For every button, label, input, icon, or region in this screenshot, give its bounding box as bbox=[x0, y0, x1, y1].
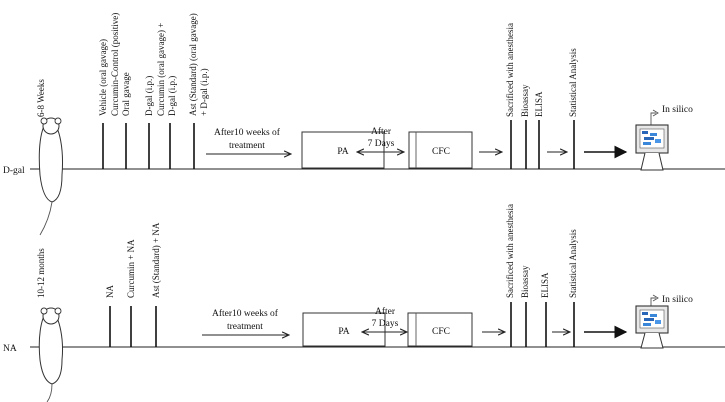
group-label: NA bbox=[3, 344, 17, 354]
treatment-label: Vehicle (oral gavage) bbox=[98, 39, 108, 116]
age-label: 6-8 Weeks bbox=[36, 79, 46, 117]
treatment-label: + D-gal (i.p.) bbox=[199, 68, 209, 116]
assay-label: Bioassay bbox=[520, 84, 530, 117]
pa-box-label: PA bbox=[337, 147, 348, 157]
treatment-label: Oral gavage bbox=[121, 72, 131, 116]
assay-label: Statistical Analysis bbox=[568, 229, 578, 298]
rat-icon bbox=[38, 117, 63, 236]
interval-line1: After bbox=[371, 126, 392, 137]
treatment-label: NA bbox=[105, 285, 115, 298]
pa-box-label: PA bbox=[338, 327, 349, 337]
cfc-box bbox=[407, 312, 473, 347]
treatment-period-line1: After10 weeks of bbox=[212, 308, 279, 319]
assay-label: ELISA bbox=[540, 272, 550, 298]
assay-label: Statistical Analysis bbox=[568, 48, 578, 117]
treatment-period-line2: treatment bbox=[227, 322, 263, 332]
assay-label: ELISA bbox=[534, 91, 544, 117]
cfc-box-label: CFC bbox=[432, 147, 450, 157]
computer-monitor-icon bbox=[635, 294, 669, 349]
treatment-period-line2: treatment bbox=[229, 141, 265, 151]
panel-na: NA 10-12 months NA Curcumin + NA Ast (St… bbox=[3, 204, 725, 402]
insilico-label: In silico bbox=[662, 105, 693, 115]
age-label: 10-12 months bbox=[36, 248, 46, 298]
interval-line2: 7 Days bbox=[372, 319, 399, 329]
treatment-label: Curcumin (oral gavage) + bbox=[156, 23, 166, 116]
assay-label: Bioassay bbox=[520, 265, 530, 298]
treatment-label: Curcumin-Control (positive) bbox=[110, 13, 120, 116]
panel-dgal: D-gal 6-8 Weeks Vehicle (oral gavage) Cu… bbox=[3, 13, 725, 236]
treatment-label: Curcumin + NA bbox=[126, 239, 136, 298]
insilico-label: In silico bbox=[662, 295, 693, 305]
assay-label: Sacrificed with anesthesia bbox=[505, 204, 515, 298]
interval-line1: After bbox=[375, 306, 396, 317]
treatment-label: Ast (Standard) + NA bbox=[151, 222, 161, 298]
rat-icon bbox=[38, 307, 63, 402]
interval-line2: 7 Days bbox=[368, 139, 395, 149]
treatment-label: Ast (Standard) (oral gavage) bbox=[188, 13, 198, 116]
cfc-box bbox=[408, 131, 473, 169]
treatment-period-line1: After10 weeks of bbox=[214, 127, 281, 138]
treatment-label: D-gal (i.p.) bbox=[167, 76, 177, 116]
group-label: D-gal bbox=[3, 166, 25, 176]
treatment-label: D-gal (i.p.) bbox=[144, 76, 154, 116]
computer-monitor-icon bbox=[635, 109, 669, 171]
cfc-box-label: CFC bbox=[432, 327, 450, 337]
assay-label: Sacrificed with anesthesia bbox=[505, 23, 515, 117]
